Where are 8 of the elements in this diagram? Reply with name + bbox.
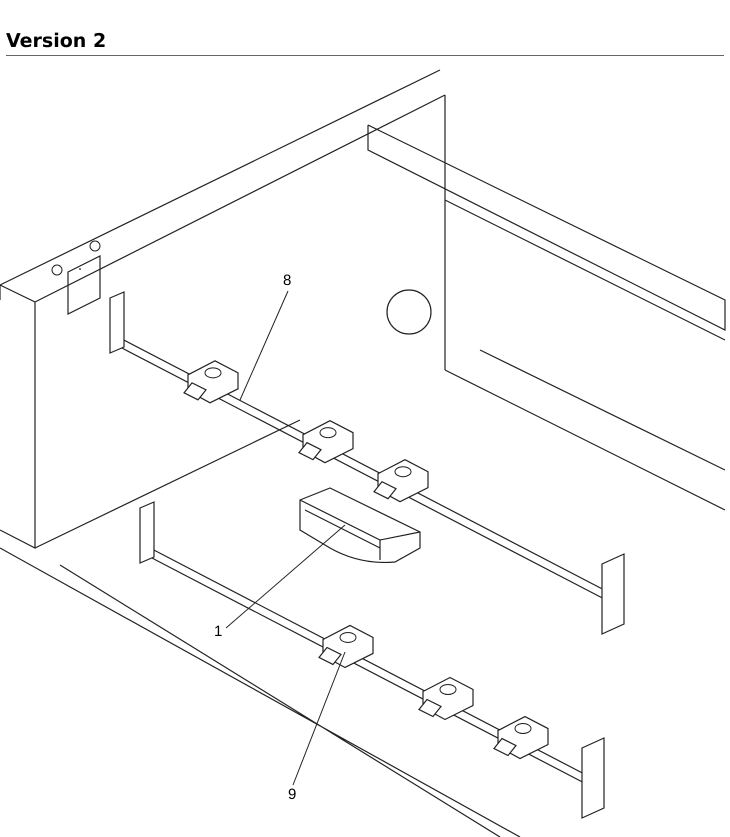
callout-number: 1 bbox=[214, 624, 222, 640]
callout-number: 8 bbox=[283, 273, 292, 289]
lower-rail-drawing bbox=[139, 501, 605, 819]
leader-line bbox=[292, 652, 346, 786]
callout-number: 9 bbox=[288, 787, 296, 803]
leader-line bbox=[240, 290, 288, 400]
leader-line bbox=[226, 524, 346, 628]
page-title: Version 2 bbox=[6, 30, 106, 52]
